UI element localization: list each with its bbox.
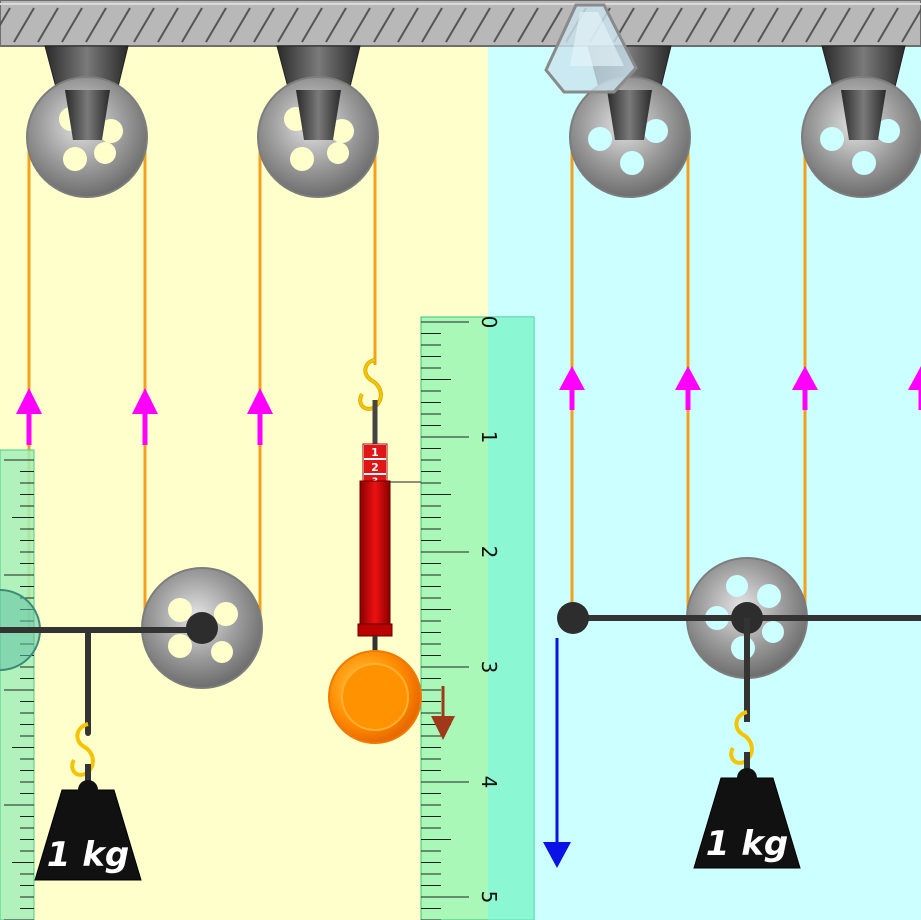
- orange-ball[interactable]: [328, 650, 422, 744]
- spring-scale[interactable]: 1 2 3: [357, 443, 393, 637]
- tension-arrows: [16, 366, 921, 445]
- tension-arrow-2: [132, 388, 158, 445]
- small-arrow: [431, 686, 455, 740]
- left-ruler[interactable]: [0, 449, 35, 920]
- weight-left-label: 1 kg: [47, 835, 129, 875]
- left-bar: [0, 627, 205, 736]
- tension-arrow-4: [559, 366, 585, 410]
- ruler-label-3: 3: [477, 661, 501, 674]
- force-arrow: [543, 638, 571, 868]
- tension-arrow-6: [792, 366, 818, 410]
- tension-arrow-1: [16, 388, 42, 445]
- glass-prism[interactable]: [544, 3, 638, 94]
- ruler-label-4: 4: [477, 776, 501, 789]
- ceiling-beam: [0, 0, 921, 47]
- tension-arrow-3: [247, 388, 273, 445]
- weight-right[interactable]: 1 kg: [693, 768, 801, 869]
- ruler-label-5: 5: [477, 891, 501, 904]
- weight-right-label: 1 kg: [706, 824, 788, 864]
- ruler-label-0: 0: [477, 316, 501, 329]
- spring-mark-1: 1: [371, 446, 379, 459]
- main-ruler[interactable]: 0 1 2 3 4 5: [420, 316, 535, 920]
- bracket-tips: [65, 90, 886, 140]
- right-bar-left-joint: [557, 602, 589, 634]
- left-bar-joint: [186, 612, 218, 644]
- spring-scale-hook-fill: [359, 358, 383, 411]
- weight-left[interactable]: 1 kg: [34, 780, 142, 881]
- spring-mark-2: 2: [371, 461, 379, 474]
- left-weight-hook: [70, 722, 95, 777]
- ruler-label-2: 2: [477, 546, 501, 559]
- tension-arrow-7: [908, 366, 921, 410]
- tension-arrow-5: [675, 366, 701, 410]
- ruler-label-1: 1: [477, 431, 501, 444]
- right-weight-hook: [729, 710, 754, 765]
